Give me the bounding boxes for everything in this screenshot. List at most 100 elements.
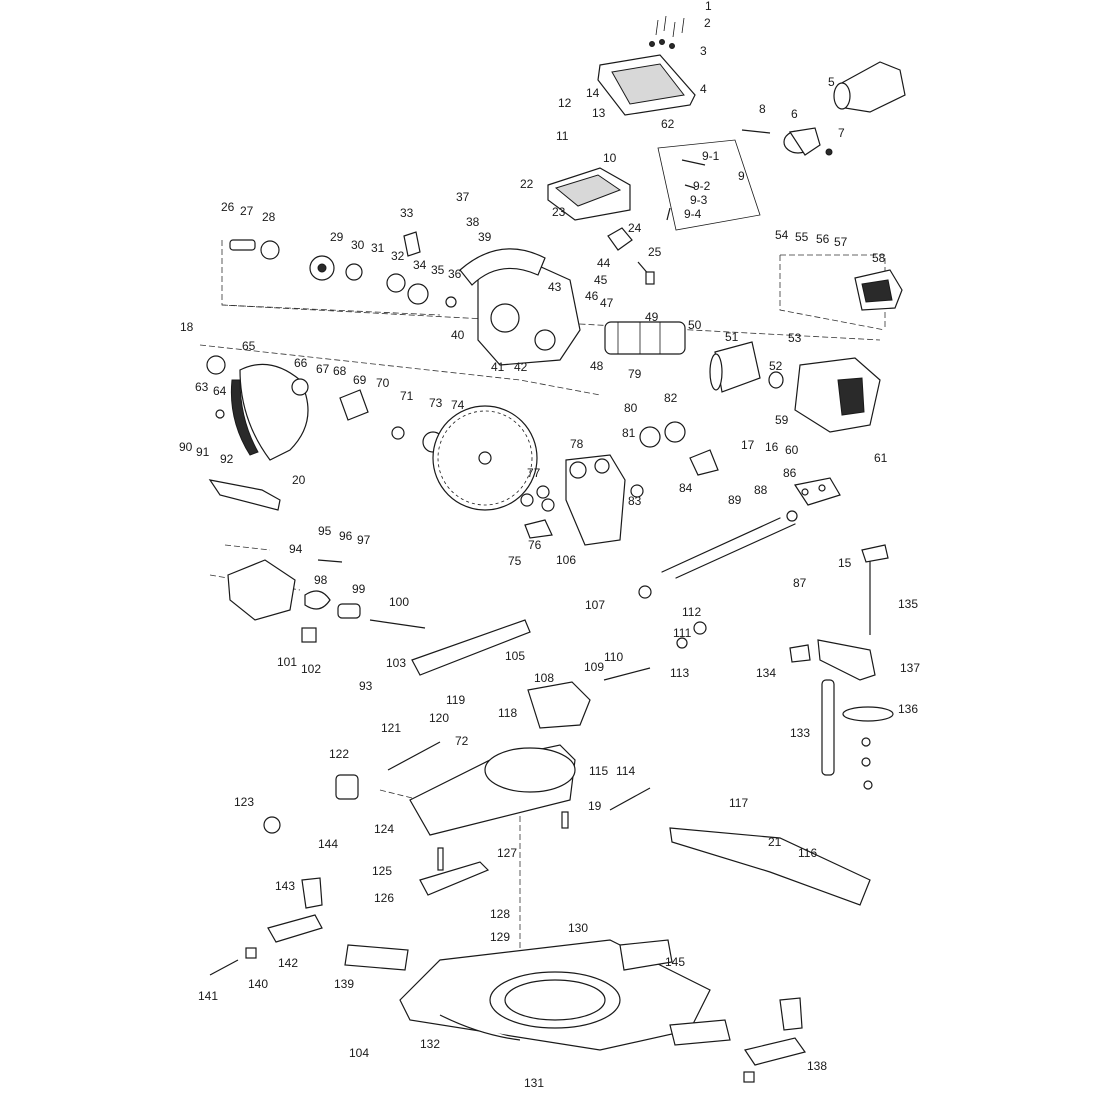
- shield-33: [403, 231, 421, 257]
- pin-95: [317, 559, 343, 563]
- callout-label: 125: [372, 864, 392, 878]
- callout-label: 88: [754, 483, 768, 497]
- callout-label: 131: [524, 1076, 544, 1090]
- callout-label: 18: [180, 320, 194, 334]
- callout-label: 129: [490, 930, 510, 944]
- callout-label: 112: [682, 605, 701, 619]
- callout-label: 1: [705, 0, 712, 13]
- callout-label: 144: [318, 837, 338, 851]
- callout-label: 64: [213, 384, 227, 398]
- callout-label: 99: [352, 582, 366, 596]
- callout-label: 72: [455, 734, 469, 748]
- post-133: [821, 679, 835, 776]
- callout-label: 40: [451, 328, 465, 342]
- callout-label: 75: [508, 554, 522, 568]
- callout-label: 19: [588, 799, 602, 813]
- bar-145: [619, 939, 673, 971]
- callout-label: 105: [505, 649, 525, 663]
- callout-label: 87: [793, 576, 807, 590]
- callout-label: 68: [333, 364, 347, 378]
- saw-blade-74: [432, 405, 538, 511]
- callout-label: 15: [838, 556, 852, 570]
- ring-88-upper: [786, 510, 798, 522]
- callout-label: 100: [389, 595, 409, 609]
- callout-label: 119: [446, 693, 465, 707]
- callout-label: 67: [316, 362, 330, 376]
- rail-holder-86: [794, 477, 841, 506]
- callout-label: 55: [795, 230, 809, 244]
- scale-132: [439, 1014, 521, 1041]
- callout-label: 82: [664, 391, 678, 405]
- pin-110: [603, 667, 651, 681]
- callout-label: 52: [769, 359, 783, 373]
- callout-label: 130: [568, 921, 588, 935]
- callout-label: 49: [645, 310, 659, 324]
- callout-label: 126: [374, 891, 394, 905]
- callout-label: 54: [775, 228, 789, 242]
- dust-port-ring: [783, 127, 821, 156]
- fence-103: [411, 619, 531, 676]
- callout-label: 139: [334, 977, 354, 991]
- plate-126: [419, 861, 490, 896]
- callout-label: 22: [520, 177, 534, 191]
- callout-label: 7: [838, 126, 845, 140]
- dust-bag-adapter: [833, 61, 906, 113]
- lever-92: [208, 479, 281, 511]
- callout-label: 48: [590, 359, 604, 373]
- callout-label: 50: [688, 318, 702, 332]
- callout-label: 32: [391, 249, 405, 263]
- callout-label: 106: [556, 553, 576, 567]
- bushing-71: [391, 426, 405, 440]
- callout-label: 92: [220, 452, 234, 466]
- callout-label: 13: [592, 106, 606, 120]
- ring-88-lower: [638, 585, 652, 599]
- callout-label: 47: [600, 296, 614, 310]
- callout-label: 69: [353, 373, 367, 387]
- right-washers: [861, 737, 873, 790]
- bevel-bracket-94: [227, 559, 296, 621]
- brush-holder-58: [854, 269, 903, 311]
- knob-134: [789, 644, 811, 663]
- callout-label: 35: [431, 263, 445, 277]
- scale-76: [524, 519, 553, 539]
- callout-label: 11: [556, 129, 569, 143]
- callout-label: 16: [765, 440, 779, 454]
- callout-label: 44: [597, 256, 611, 270]
- callout-label: 56: [816, 232, 830, 246]
- slide-rails-89: [661, 517, 796, 579]
- bearing-32: [386, 273, 406, 293]
- callout-label: 138: [807, 1059, 827, 1073]
- motor-armature-49: [604, 321, 686, 355]
- switch-kit-9: [657, 139, 761, 231]
- block-143-right: [779, 997, 803, 1031]
- clamp-arm-137: [817, 639, 876, 681]
- switch-lever-24: [607, 227, 633, 251]
- callout-label: 14: [586, 86, 600, 100]
- nut-112: [693, 621, 707, 635]
- ring-66: [291, 378, 309, 396]
- callout-label: 28: [262, 210, 276, 224]
- callout-label: 62: [661, 117, 675, 131]
- callout-label: 115: [589, 764, 608, 778]
- callout-label: 121: [381, 721, 401, 735]
- washers-77: [520, 485, 555, 512]
- callout-label: 33: [400, 206, 414, 220]
- callout-label: 122: [329, 747, 349, 761]
- callout-label: 140: [248, 977, 268, 991]
- callout-label: 17: [741, 438, 755, 452]
- callout-label: 34: [413, 258, 427, 272]
- callout-label: 27: [240, 204, 254, 218]
- callout-label: 65: [242, 339, 256, 353]
- pivot-bracket-78: [565, 454, 626, 546]
- callout-label: 137: [900, 661, 920, 675]
- callout-label: 107: [585, 598, 605, 612]
- turntable-115: [409, 744, 576, 836]
- bolt-19: [561, 811, 569, 829]
- callout-label: 116: [798, 846, 817, 860]
- upper-handle-cover: [597, 54, 696, 116]
- callout-label: 118: [498, 706, 517, 720]
- field-coil-51: [709, 341, 761, 393]
- flange-148: [206, 355, 226, 375]
- callout-label: 24: [628, 221, 642, 235]
- gear-29: [309, 255, 335, 281]
